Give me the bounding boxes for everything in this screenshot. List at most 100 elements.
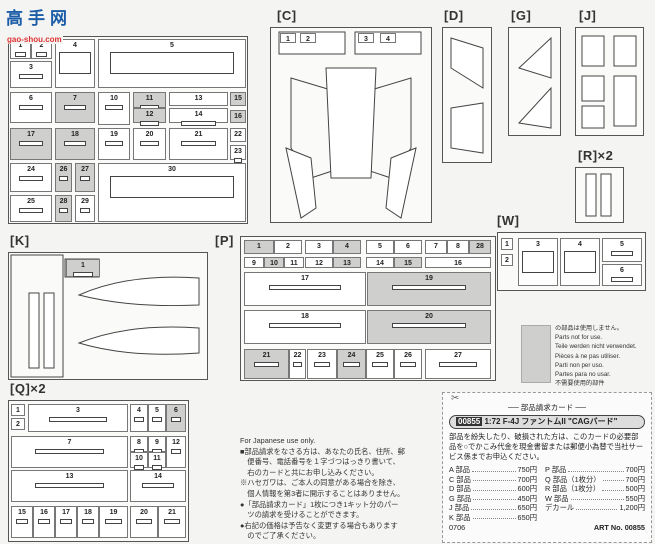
part-shape bbox=[109, 176, 235, 198]
part-number: 5 bbox=[620, 241, 624, 248]
part-cell: 28 bbox=[55, 195, 72, 222]
part-number: 3 bbox=[317, 243, 321, 250]
part-cell: 26 bbox=[55, 163, 72, 192]
part-shape bbox=[35, 483, 104, 488]
part-shape bbox=[59, 208, 68, 213]
part-set: P 部品 bbox=[545, 465, 567, 474]
part-cell: 24 bbox=[337, 349, 366, 379]
part-cell: 15 bbox=[394, 257, 422, 268]
part-shape bbox=[35, 449, 104, 454]
legend-line: Parti non per uso. bbox=[555, 361, 604, 369]
part-cell: 15 bbox=[11, 506, 33, 538]
part-shape bbox=[48, 417, 108, 422]
legend-line: Partes para no usar. bbox=[555, 371, 611, 379]
part-shape bbox=[35, 52, 48, 57]
part-shape bbox=[105, 105, 123, 110]
part-number: 16 bbox=[454, 260, 462, 267]
part-cell: 5 bbox=[98, 39, 246, 88]
notice-heading: For Japanese use only. bbox=[240, 436, 316, 445]
part-set: K 部品 bbox=[449, 512, 471, 522]
sprue-j bbox=[575, 27, 644, 136]
part-shape bbox=[610, 277, 634, 282]
part-number: 19 bbox=[110, 131, 118, 138]
part-cell: 30 bbox=[98, 163, 246, 222]
part-number: 10 bbox=[135, 455, 143, 462]
part-cell: 5 bbox=[602, 238, 642, 262]
part-cell: 19 bbox=[367, 272, 491, 306]
part-shape bbox=[152, 465, 162, 470]
part-shape bbox=[438, 362, 478, 367]
part-shape bbox=[136, 519, 152, 524]
part-number: 6 bbox=[174, 407, 178, 414]
part-cell: 4 bbox=[380, 33, 396, 43]
price-row: K 部品 650円 bbox=[449, 513, 537, 523]
part-shape bbox=[105, 141, 123, 146]
card-description: 部品を紛失したり、破損された方は、このカードの必要部品を○でかこみ代金を現金書留… bbox=[449, 432, 644, 461]
part-number: 7 bbox=[434, 243, 438, 250]
part-shape bbox=[610, 251, 634, 256]
part-number: 2 bbox=[306, 36, 310, 43]
price: 650円 bbox=[517, 503, 537, 512]
part-shape bbox=[181, 141, 216, 146]
part-number: 10 bbox=[110, 95, 118, 102]
part-number: 20 bbox=[140, 509, 148, 516]
part-set: A 部品 bbox=[449, 465, 471, 474]
part-number: 13 bbox=[194, 95, 203, 102]
price-row: R 部品（1枚分）500円 bbox=[545, 484, 645, 494]
part-number: 10 bbox=[270, 260, 278, 267]
part-set: D 部品 bbox=[449, 484, 471, 493]
sprue-d-label: [D] bbox=[444, 8, 464, 23]
product-banner: 00855 1:72 F-4J ファントムII "CAGバード" bbox=[449, 415, 645, 429]
part-shape bbox=[392, 285, 466, 290]
sprue-g-label: [G] bbox=[511, 8, 532, 23]
part-shape bbox=[140, 141, 159, 146]
part-shape bbox=[79, 176, 91, 181]
price: 550円 bbox=[625, 493, 645, 503]
part-cell: 27 bbox=[425, 349, 491, 379]
part-shape bbox=[134, 417, 144, 422]
part-number: 4 bbox=[73, 42, 77, 49]
sprue-c-label: [C] bbox=[277, 8, 297, 23]
part-shape bbox=[152, 417, 162, 422]
part-number: 21 bbox=[262, 352, 271, 359]
part-cell: 11 bbox=[284, 257, 304, 268]
parts-request-card: ✂ ── 部品請求カード ── 00855 1:72 F-4J ファントムII … bbox=[442, 392, 652, 543]
part-number: 13 bbox=[343, 260, 351, 267]
part-cell: 3 bbox=[10, 61, 52, 88]
part-shape bbox=[14, 52, 27, 57]
notice-line: ■部品請求をなさる方は、あなたの氏名、住所、郵 bbox=[240, 446, 405, 456]
part-number: 25 bbox=[376, 352, 384, 359]
part-cell: 27 bbox=[75, 163, 95, 192]
part-cell: 17 bbox=[55, 506, 77, 538]
part-number: 4 bbox=[386, 36, 390, 43]
notice-line: のでご了承ください。 bbox=[240, 531, 321, 541]
part-cell: 21 bbox=[244, 349, 289, 379]
part-cell: 29 bbox=[75, 195, 95, 222]
part-number: 3 bbox=[364, 36, 368, 43]
part-number: 18 bbox=[71, 131, 79, 138]
notice-line: 個人情報を第3者に開示することはありません。 bbox=[240, 488, 405, 498]
part-cell: 4 bbox=[560, 238, 600, 286]
part-number: 11 bbox=[145, 95, 154, 102]
price: 650円 bbox=[517, 512, 537, 522]
sprue-g bbox=[508, 27, 561, 136]
part-shape bbox=[82, 519, 94, 524]
part-shape bbox=[170, 449, 182, 454]
sprue-p-label: [P] bbox=[215, 233, 234, 248]
part-shape bbox=[19, 141, 43, 146]
price: 700円 bbox=[625, 474, 645, 484]
watermark-logo: 高手网 gao-shou.com bbox=[6, 4, 96, 44]
part-number: 25 bbox=[27, 198, 35, 205]
part-cell: 28 bbox=[469, 240, 491, 254]
part-cell: 18 bbox=[55, 128, 95, 160]
part-cell: 3 bbox=[518, 238, 558, 286]
part-number: 18 bbox=[84, 509, 92, 516]
part-shape bbox=[73, 272, 93, 277]
art-number: ART No. 00855 bbox=[593, 523, 645, 532]
part-number: 17 bbox=[301, 275, 309, 282]
part-number: 1 bbox=[81, 262, 85, 269]
wing-parts-drawing bbox=[278, 31, 422, 219]
part-number: 14 bbox=[376, 260, 384, 267]
